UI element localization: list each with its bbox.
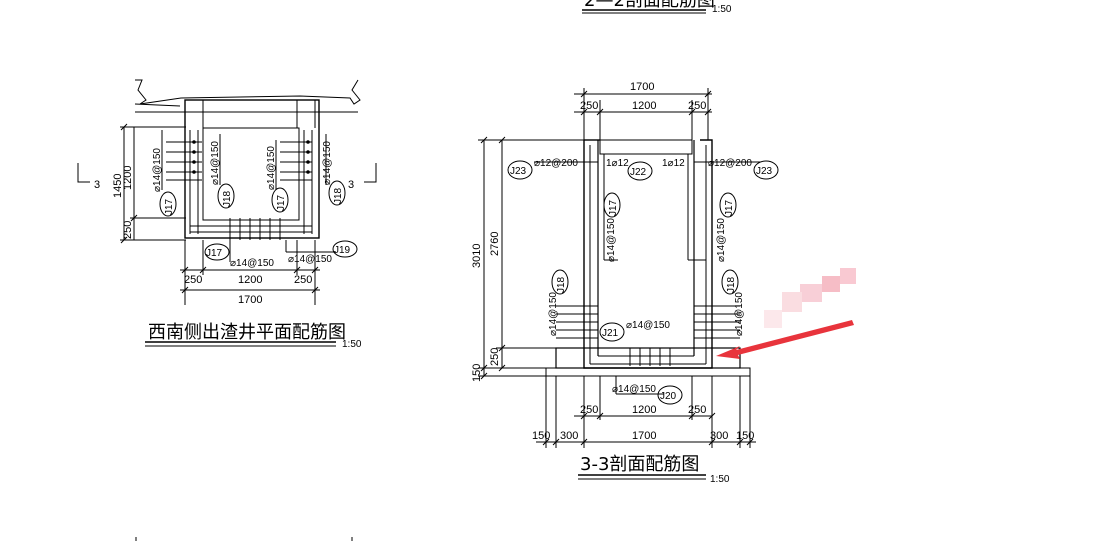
plan-dim-bottom-right: 250 — [294, 274, 312, 286]
section-rebar-bottom-1: ⌀14@150 — [626, 320, 670, 331]
section-dim-bottom-inner-2: 1200 — [632, 404, 656, 416]
plan-dim-left-inner: 1200 — [122, 166, 134, 190]
section-rebar-top-left: ⌀12@200 — [534, 158, 578, 169]
section-dim-top-left: 250 — [580, 100, 598, 112]
plan-tag-5: J17 — [206, 248, 223, 259]
top-section-scale: 1:50 — [712, 4, 732, 15]
plan-tag-3: J17 — [276, 194, 287, 211]
blurred-watermark — [764, 268, 856, 328]
section-dim-left-base: 250 — [489, 348, 501, 366]
plan-rebar-5: ⌀14@150 — [230, 258, 274, 269]
section-tag-5: J17 — [724, 199, 735, 216]
section-tag-1: J23 — [510, 166, 527, 177]
section-tag-2: J22 — [630, 167, 647, 178]
plan-title: 西南侧出渣井平面配筋图 — [148, 322, 346, 343]
section-rebar-top-c1: 1⌀12 — [606, 158, 629, 169]
section-rebar-wall-1: ⌀14@150 — [606, 218, 617, 262]
plan-section-mark-left: 3 — [94, 179, 100, 191]
plan-dim-left-base: 250 — [122, 221, 134, 239]
top-section-title-group — [582, 9, 706, 14]
section-rebar-top-right: ⌀12@200 — [708, 158, 752, 169]
plan-rebar-1: ⌀14@150 — [152, 148, 163, 192]
section-dim-bottom-inner-3: 250 — [688, 404, 706, 416]
section-dim-bottom-5: 150 — [736, 430, 754, 442]
plan-rebar-3: ⌀14@150 — [266, 146, 277, 190]
section-tag-8: J21 — [602, 328, 619, 339]
section-rebar-wall-2: ⌀14@150 — [716, 218, 727, 262]
section-dim-bottom-4: 300 — [710, 430, 728, 442]
section-dim-left-wall: 2760 — [489, 232, 501, 256]
section-tag-9: J20 — [660, 391, 677, 402]
section-dim-bottom-1: 150 — [532, 430, 550, 442]
plan-rebar-2: ⌀14@150 — [210, 141, 221, 185]
plan-dim-bottom-total: 1700 — [238, 294, 262, 306]
plan-dim-bottom-mid: 1200 — [238, 274, 262, 286]
section-tag-4: J17 — [608, 199, 619, 216]
section-title: 3-3剖面配筋图 — [580, 454, 699, 475]
plan-rebar-6: ⌀14@150 — [288, 254, 332, 265]
plan-section-mark-right: 3 — [348, 179, 354, 191]
annotation-arrow — [716, 320, 854, 359]
plan-tag-1: J17 — [164, 198, 175, 215]
plan-scale: 1:50 — [342, 339, 362, 350]
plan-tag-4: J18 — [333, 187, 344, 204]
section-tag-7: J18 — [726, 276, 737, 293]
section-dim-left-total: 3010 — [471, 244, 483, 268]
section-tag-3: J23 — [756, 166, 773, 177]
section-scale: 1:50 — [710, 474, 730, 485]
section-rebar-top-c2: 1⌀12 — [662, 158, 685, 169]
section-dim-bottom-2: 300 — [560, 430, 578, 442]
section-view — [478, 88, 779, 480]
section-dim-bottom-inner-1: 250 — [580, 404, 598, 416]
section-dim-bottom-3: 1700 — [632, 430, 656, 442]
plan-tag-6: J19 — [334, 245, 351, 256]
section-rebar-bottom-2: ⌀14@150 — [612, 384, 656, 395]
section-dim-top-mid: 1200 — [632, 100, 656, 112]
section-tag-6: J18 — [556, 276, 567, 293]
section-rebar-wall-3: ⌀14@150 — [548, 292, 559, 336]
plan-dim-left-total: 1450 — [112, 174, 124, 198]
plan-tag-2: J18 — [222, 190, 233, 207]
plan-view — [77, 79, 377, 347]
section-dim-top-right: 250 — [688, 100, 706, 112]
section-dim-top-total: 1700 — [630, 81, 654, 93]
plan-dim-bottom-left: 250 — [184, 274, 202, 286]
section-rebar-wall-4: ⌀14@150 — [734, 292, 745, 336]
plan-rebar-4: ⌀14@150 — [322, 141, 333, 185]
top-section-title: 2—2剖面配筋图 — [584, 0, 715, 11]
section-dim-left-bottom: 150 — [471, 364, 483, 382]
